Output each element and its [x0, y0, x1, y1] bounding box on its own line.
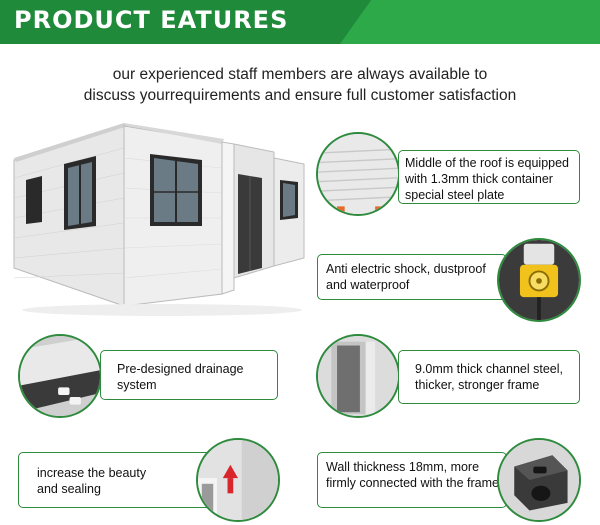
- feature-sealing-text: increase the beauty and sealing: [37, 466, 147, 496]
- feature-card-frame: 9.0mm thick channel steel, thicker, stro…: [398, 350, 580, 404]
- banner-light-band: [340, 0, 600, 44]
- feature-drainage-text: Pre-designed drainage system: [117, 362, 244, 392]
- corner-casting-image: [497, 438, 581, 522]
- feature-card-wall: Wall thickness 18mm, more firmly connect…: [317, 452, 507, 508]
- feature-card-sealing: increase the beauty and sealing: [18, 452, 214, 508]
- electric-socket-image: [497, 238, 581, 322]
- sealing-image: [196, 438, 280, 522]
- roof-plate-image: [316, 132, 400, 216]
- subtitle: our experienced staff members are always…: [0, 64, 600, 106]
- feature-card-drainage: Pre-designed drainage system: [100, 350, 278, 400]
- subtitle-line-2: discuss yourrequirements and ensure full…: [83, 87, 517, 104]
- feature-card-roof: Middle of the roof is equipped with 1.3m…: [398, 150, 580, 204]
- banner-dark-band: [0, 0, 372, 44]
- feature-card-electric: Anti electric shock, dustproof and water…: [317, 254, 507, 300]
- drainage-image: [18, 334, 102, 418]
- channel-steel-image: [316, 334, 400, 418]
- feature-electric-text: Anti electric shock, dustproof and water…: [326, 262, 486, 292]
- header-banner: PRODUCT EATURES: [0, 0, 600, 44]
- feature-roof-text: Middle of the roof is equipped with 1.3m…: [405, 156, 569, 202]
- container-house-image: [12, 118, 307, 318]
- page-title: PRODUCT EATURES: [14, 6, 289, 34]
- feature-frame-text: 9.0mm thick channel steel, thicker, stro…: [415, 362, 563, 392]
- subtitle-line-1: our experienced staff members are always…: [112, 66, 488, 83]
- feature-wall-text: Wall thickness 18mm, more firmly connect…: [326, 460, 499, 490]
